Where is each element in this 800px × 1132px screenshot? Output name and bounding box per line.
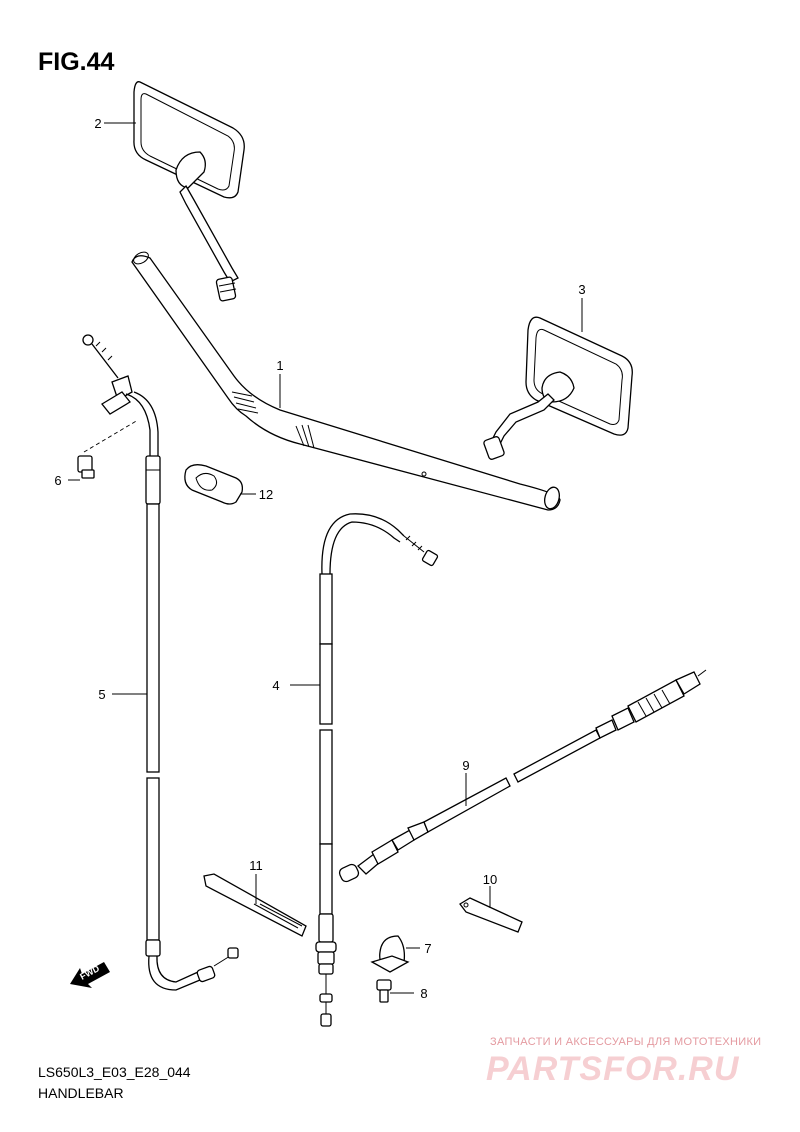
mirror-left[interactable] — [133, 81, 245, 302]
cable-guide[interactable] — [459, 897, 523, 933]
callout-6[interactable]: 6 — [54, 473, 61, 488]
diagram-caption: HANDLEBAR — [38, 1085, 124, 1101]
cable-tie[interactable] — [203, 873, 307, 937]
cable-holder[interactable] — [184, 464, 244, 505]
callout-9[interactable]: 9 — [462, 758, 469, 773]
throttle-cable-1[interactable] — [82, 334, 239, 991]
fwd-arrow-icon: FWD — [70, 962, 110, 988]
callout-2[interactable]: 2 — [94, 116, 101, 131]
clutch-cable[interactable] — [338, 669, 707, 883]
clamp-bolt[interactable] — [376, 979, 392, 1003]
callout-3[interactable]: 3 — [578, 282, 585, 297]
mirror-right[interactable] — [483, 316, 633, 460]
throttle-cable-2[interactable] — [315, 513, 439, 1027]
callout-7[interactable]: 7 — [424, 941, 431, 956]
cable-clamp[interactable] — [370, 935, 410, 973]
figure-title: FIG.44 — [38, 48, 115, 76]
callout-5[interactable]: 5 — [98, 687, 105, 702]
callout-12[interactable]: 12 — [259, 487, 273, 502]
leader-lines — [68, 122, 583, 994]
callout-11[interactable]: 11 — [249, 858, 263, 873]
callout-8[interactable]: 8 — [420, 986, 427, 1001]
diagram-code: LS650L3_E03_E28_044 — [38, 1064, 191, 1080]
callout-10[interactable]: 10 — [483, 872, 497, 887]
callouts: 1 2 3 4 5 6 7 8 9 10 11 12 — [54, 116, 585, 1001]
bolt[interactable] — [77, 419, 139, 479]
callout-4[interactable]: 4 — [272, 678, 279, 693]
watermark-tagline: ЗАПЧАСТИ И АКСЕССУАРЫ ДЛЯ МОТОТЕХНИКИ — [490, 1036, 762, 1048]
callout-1[interactable]: 1 — [276, 358, 283, 373]
handlebar[interactable] — [131, 250, 562, 511]
watermark-logo: PARTSFOR.RU — [486, 1050, 740, 1088]
